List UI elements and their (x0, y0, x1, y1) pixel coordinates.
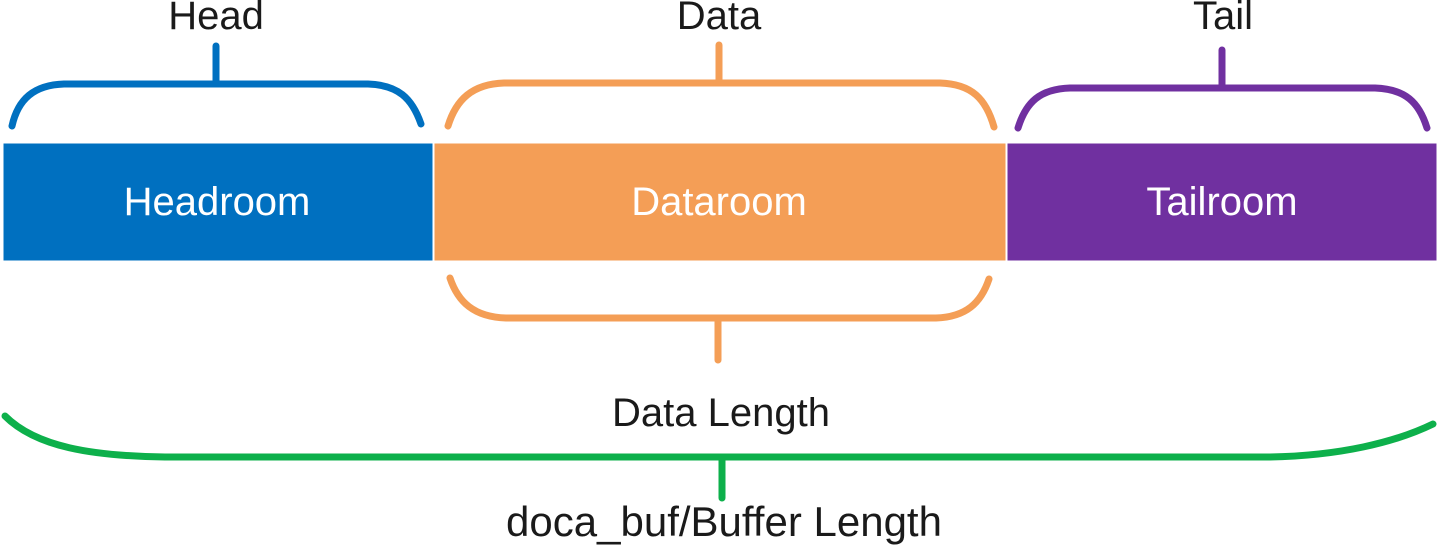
head-brace (8, 42, 425, 130)
tail-label: Tail (1192, 0, 1254, 38)
dataroom-segment (434, 143, 1006, 261)
head-label: Head (168, 0, 264, 38)
headroom-label: Headroom (123, 180, 311, 224)
data-length-brace (446, 274, 993, 364)
dataroom-label: Dataroom (631, 180, 807, 224)
buffer-length-brace (1, 412, 1437, 502)
tail-brace (1014, 46, 1431, 132)
buffer-length-label: doca_buf/Buffer Length (506, 498, 942, 545)
data-brace (444, 41, 998, 131)
tailroom-label: Tailroom (1146, 180, 1298, 224)
data-length-label: Data Length (612, 391, 830, 435)
data-label: Data (676, 0, 762, 38)
headroom-segment (3, 143, 433, 261)
tailroom-segment (1007, 143, 1437, 261)
